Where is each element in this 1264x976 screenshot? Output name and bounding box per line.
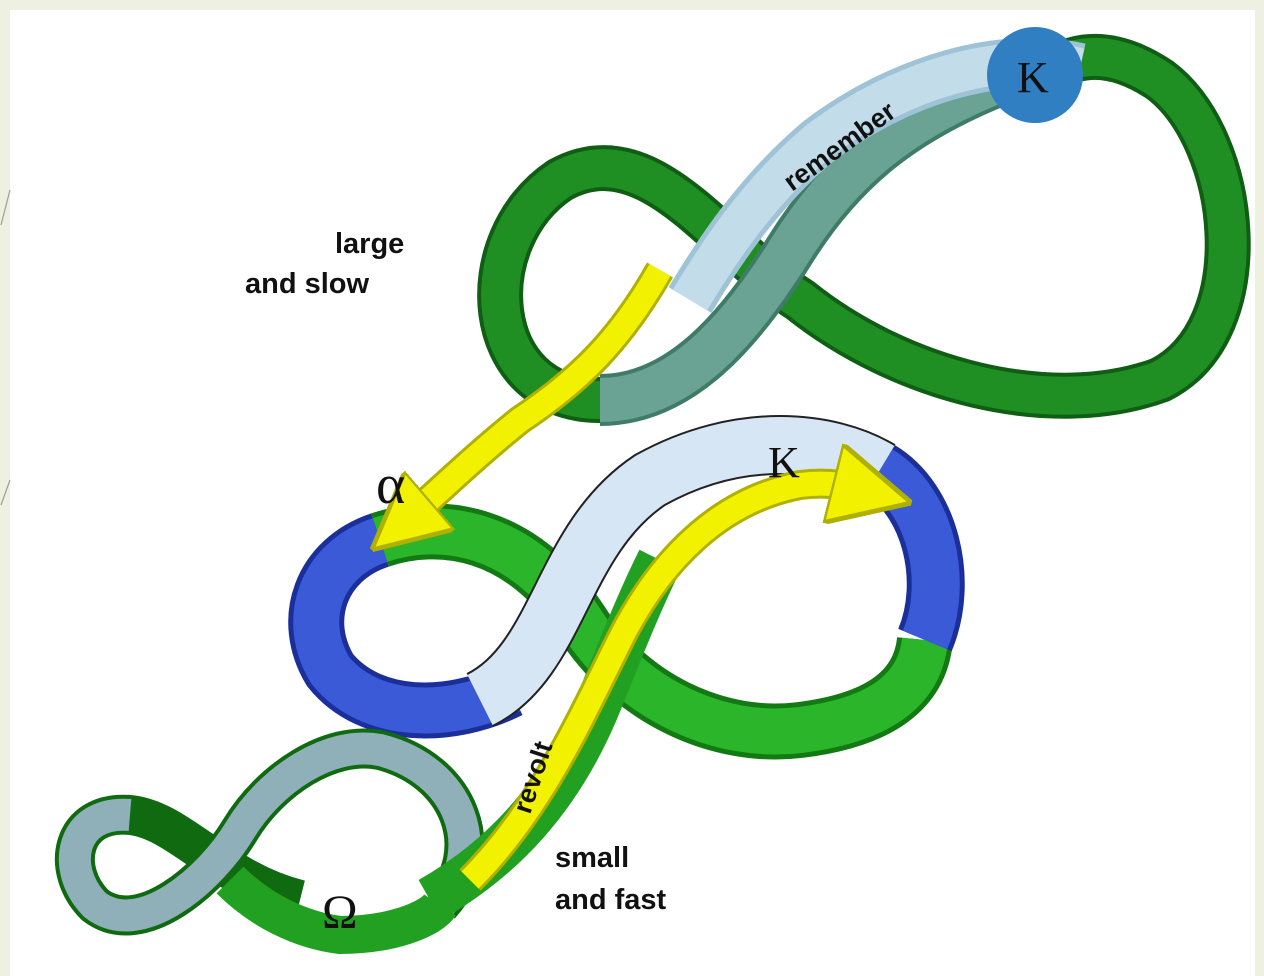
large-slow-label-line2: and slow	[245, 268, 370, 300]
kappa-mid-label: K	[768, 438, 800, 487]
small-fast-label-line2: and fast	[555, 884, 667, 916]
large-slow-label-line1: large	[335, 228, 404, 260]
omega-label: Ω	[322, 886, 358, 939]
alpha-label: α	[376, 454, 405, 516]
small-fast-label-line1: small	[555, 842, 629, 874]
kappa-top-label: K	[1017, 53, 1049, 102]
